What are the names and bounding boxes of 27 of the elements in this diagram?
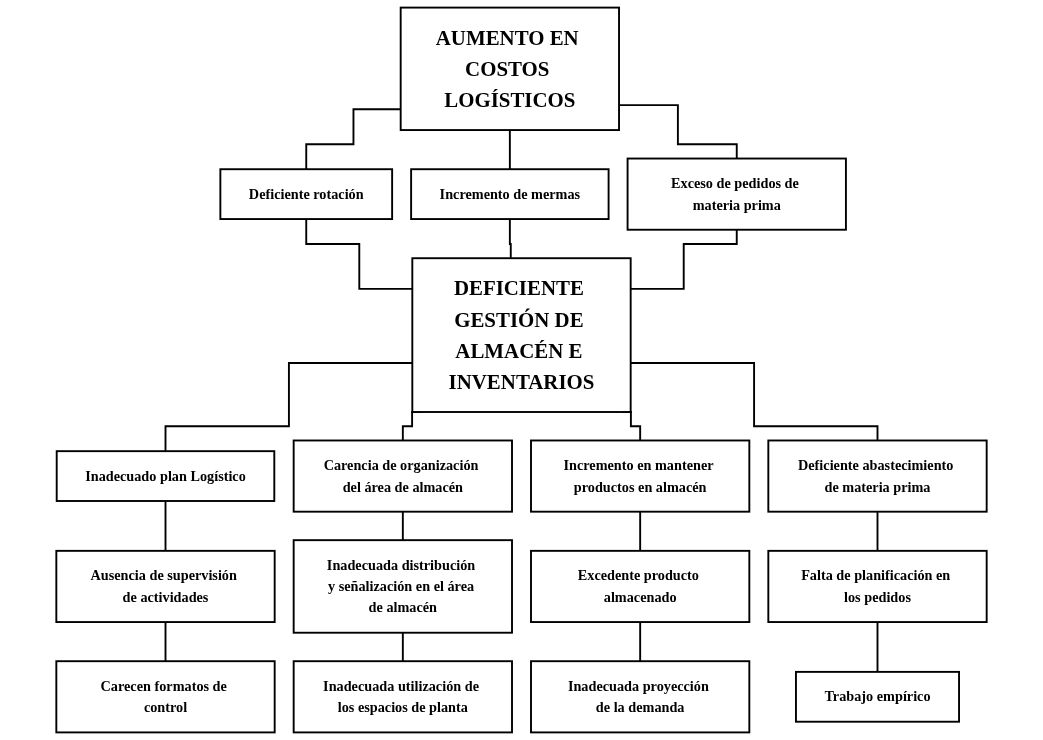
node-box: Deficiente abastecimiento de materia prima — [767, 439, 988, 513]
node-box: Excedente producto almacenado — [530, 549, 751, 623]
node-box: Inadecuada distribución y señalización en el área de almacén — [292, 539, 513, 634]
node-box: Falta de planificación en los pedidos — [767, 549, 988, 623]
connector — [401, 631, 404, 663]
node-box: Carencia de organización del área de almacén — [292, 439, 513, 513]
node-box: DEFICIENTE GESTIÓN DE ALMACÉN E INVENTARIOS — [411, 257, 632, 413]
node-box: Inadecuada proyección de la demanda — [530, 660, 751, 734]
connector — [508, 129, 511, 171]
node-box: Incremento de mermas — [410, 168, 610, 220]
node-box: Inadecuada utilización de los espacios de planta — [292, 660, 513, 734]
connector — [401, 510, 404, 542]
node-box: Inadecuado plan Logístico — [55, 450, 276, 502]
node-box: Incremento en mantener productos en almacén — [530, 439, 751, 513]
node-box: AUMENTO EN COSTOS LOGÍSTICOS — [399, 6, 620, 131]
connector — [164, 621, 167, 663]
connector — [508, 218, 513, 260]
connector — [639, 510, 642, 552]
connector — [164, 500, 167, 552]
connector — [876, 621, 879, 673]
connector — [876, 510, 879, 552]
connector — [639, 621, 642, 663]
node-box: Trabajo empírico — [795, 670, 960, 723]
node-box: Ausencia de supervisión de actividades — [55, 549, 276, 623]
node-box: Exceso de pedidos de materia prima — [626, 157, 847, 231]
node-box: Carecen formatos de control — [55, 660, 276, 734]
node-box: Deficiente rotación — [219, 168, 394, 220]
